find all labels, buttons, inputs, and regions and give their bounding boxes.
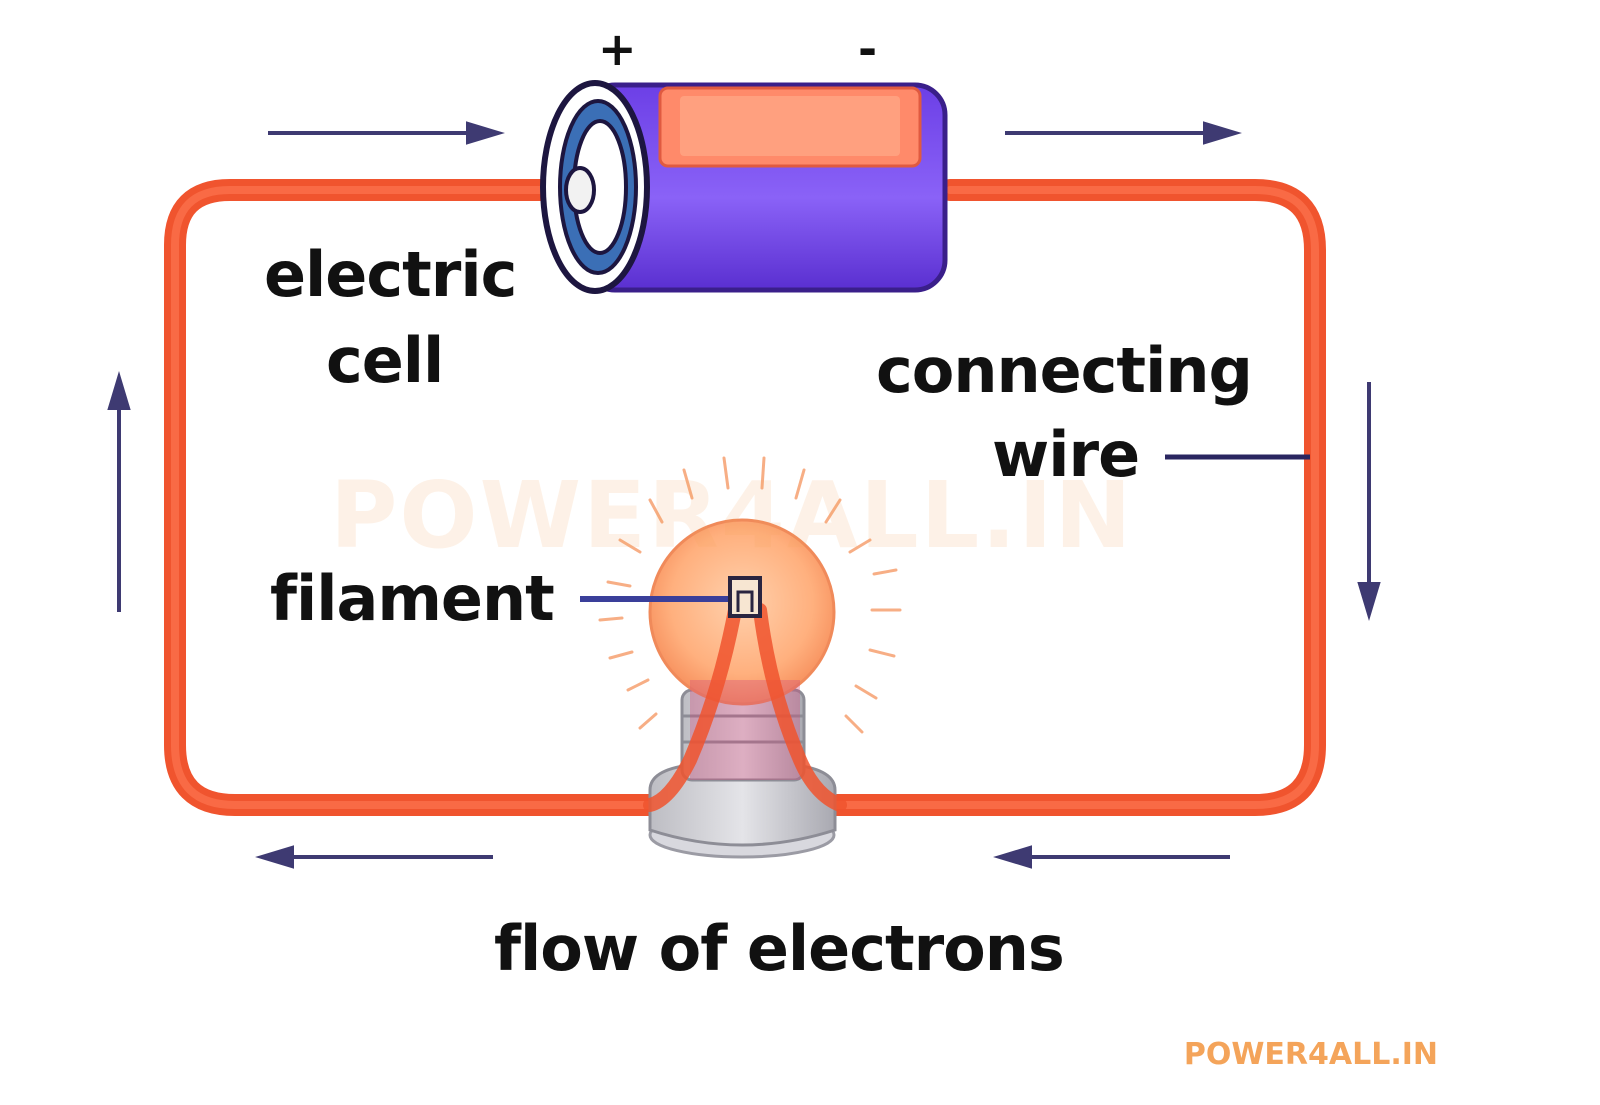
arrow-bottom-right-icon — [993, 845, 1230, 869]
arrow-bottom-left-icon — [255, 845, 493, 869]
arrow-top-left-icon — [268, 121, 505, 145]
minus-terminal-label: - — [858, 22, 878, 76]
watermark-center: POWER4ALL.IN — [330, 462, 1134, 569]
light-rays — [598, 456, 902, 734]
arrow-top-right-icon — [1005, 121, 1242, 145]
label-electric: electric — [264, 238, 517, 311]
label-filament: filament — [270, 562, 555, 635]
battery-icon — [540, 80, 948, 294]
arrow-right-down-icon — [1357, 382, 1381, 621]
arrow-left-up-icon — [107, 371, 131, 612]
plus-terminal-label: + — [598, 22, 637, 76]
label-flow-of-electrons: flow of electrons — [494, 912, 1065, 985]
label-wire: wire — [992, 418, 1140, 491]
flow-arrows — [107, 121, 1381, 869]
watermark-corner: POWER4ALL.IN — [1183, 1037, 1438, 1072]
label-cell: cell — [326, 324, 444, 397]
bulb-icon — [643, 518, 847, 859]
label-connecting: connecting — [876, 334, 1253, 407]
